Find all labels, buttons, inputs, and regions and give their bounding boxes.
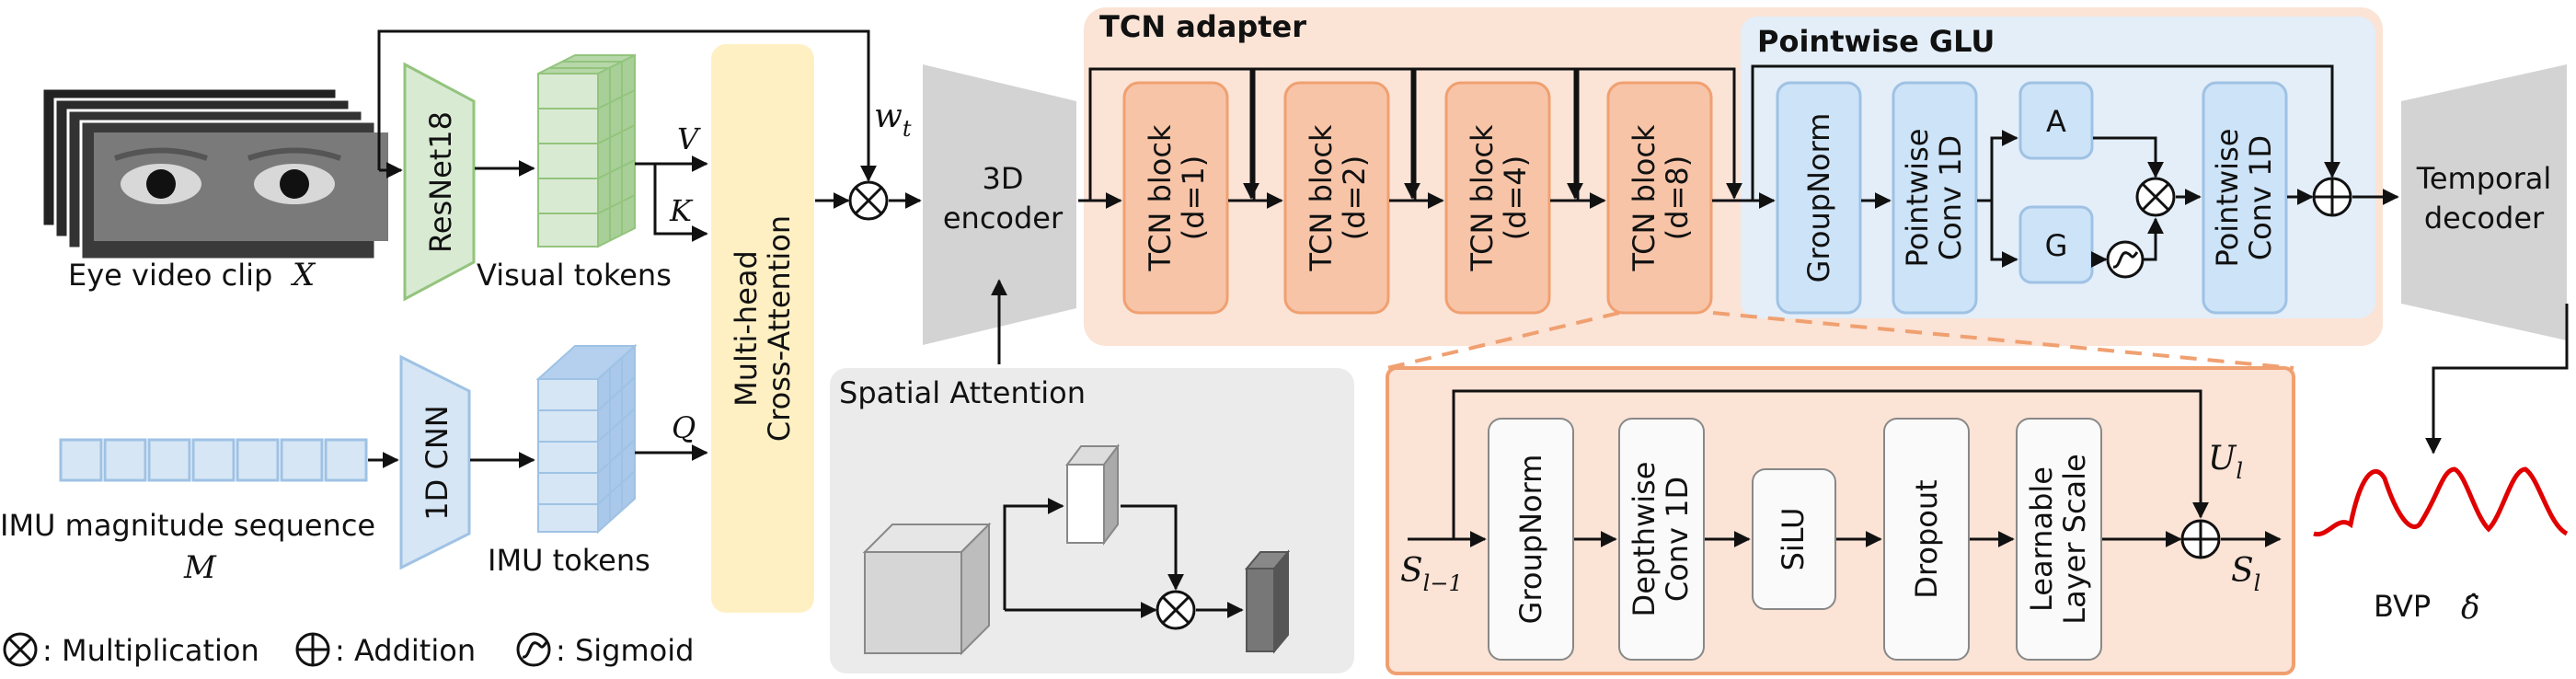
svg-text:(d=8): (d=8) xyxy=(1660,155,1695,240)
visual-tokens-label: Visual tokens xyxy=(477,258,672,293)
legend-addition: : Addition xyxy=(335,633,476,668)
spatial-attention-label: Spatial Attention xyxy=(839,375,1086,410)
pointwise-glu-title: Pointwise GLU xyxy=(1757,24,1995,59)
svg-text:(d=1): (d=1) xyxy=(1176,155,1211,240)
svg-text:Depthwise: Depthwise xyxy=(1627,462,1662,617)
bvp-signal-plot xyxy=(2313,466,2569,537)
detail-dropout-block: Dropout xyxy=(1883,418,1970,661)
glu-groupnorm-block: GroupNorm xyxy=(1776,81,1862,315)
k-symbol: K xyxy=(669,193,694,228)
cross-attention-label-line2: Cross-Attention xyxy=(762,215,797,442)
visual-tokens-icon xyxy=(537,53,636,248)
spatial-attention-arrows xyxy=(991,279,1244,618)
imu-sequence-label: IMU magnitude sequence xyxy=(0,508,375,543)
tcn-block-d4: TCN block (d=4) xyxy=(1444,81,1551,315)
svg-text:Layer Scale: Layer Scale xyxy=(2057,454,2092,624)
svg-text:GroupNorm: GroupNorm xyxy=(1801,113,1836,283)
svg-text:G: G xyxy=(2045,228,2068,263)
spatial-attention-output-cube xyxy=(1244,549,1291,654)
imu-tokens-icon xyxy=(535,343,638,535)
add-node-glu xyxy=(2312,177,2352,217)
tcn-block-d2: TCN block (d=2) xyxy=(1283,81,1390,315)
spatial-attention-input-cube xyxy=(862,522,992,656)
svg-text:TCN block: TCN block xyxy=(1304,124,1339,272)
delta-hat-symbol: δ̂ xyxy=(2461,590,2479,627)
3d-encoder-block xyxy=(923,64,1076,345)
multiply-node-glu xyxy=(2135,177,2176,217)
bvp-label: BVP xyxy=(2374,589,2431,624)
sigmoid-node xyxy=(2106,240,2145,279)
temporal-decoder-label-line1: Temporal xyxy=(2416,161,2552,196)
spatial-attention-map xyxy=(1065,443,1120,546)
resnet18-label: ResNet18 xyxy=(423,111,458,253)
svg-text:Pointwise: Pointwise xyxy=(1900,129,1935,268)
resnet18-block xyxy=(403,62,476,302)
detail-layer-scale-block: Learnable Layer Scale xyxy=(2016,418,2102,661)
svg-text:Learnable: Learnable xyxy=(2024,466,2059,612)
temporal-decoder-label-line2: decoder xyxy=(2424,201,2545,236)
svg-text:SiLU: SiLU xyxy=(1776,508,1811,571)
main-flow-arrows xyxy=(368,29,2569,547)
svg-text:GroupNorm: GroupNorm xyxy=(1513,455,1548,625)
eye-video-symbol: X xyxy=(290,257,316,293)
imu-tokens-label: IMU tokens xyxy=(488,543,650,578)
svg-text:Conv 1D: Conv 1D xyxy=(2243,135,2278,260)
svg-text:TCN block: TCN block xyxy=(1627,124,1662,272)
cross-attention-label-line1: Multi-head xyxy=(729,250,764,407)
svg-text:(d=2): (d=2) xyxy=(1337,155,1372,240)
legend-sigmoid: : Sigmoid xyxy=(556,633,694,668)
svg-text:TCN block: TCN block xyxy=(1143,124,1178,272)
tcn-block-d1: TCN block (d=1) xyxy=(1122,81,1229,315)
tcn-adapter-title: TCN adapter xyxy=(1099,9,1306,44)
1d-cnn-block xyxy=(399,354,471,570)
zoom-line-left xyxy=(1386,311,1620,370)
eye-video-label: Eye video clip xyxy=(68,258,272,293)
add-node-detail xyxy=(2180,519,2221,559)
glu-a-block: A xyxy=(2018,81,2094,160)
cross-attention-block xyxy=(711,44,814,613)
legend-multiplication: : Multiplication xyxy=(42,633,259,668)
u-l-symbol: Ul xyxy=(2208,440,2243,484)
svg-text:Conv 1D: Conv 1D xyxy=(1660,477,1695,602)
svg-text:Dropout: Dropout xyxy=(1909,479,1944,598)
legend-add-icon xyxy=(295,632,330,667)
multiply-node-spatial xyxy=(1156,590,1196,630)
wt-symbol: wt xyxy=(874,98,912,142)
3d-encoder-label-line2: encoder xyxy=(943,201,1064,236)
q-symbol: Q xyxy=(672,410,696,445)
temporal-decoder-block xyxy=(2401,64,2567,340)
svg-text:TCN block: TCN block xyxy=(1465,124,1500,272)
imu-sequence-boxes xyxy=(59,438,368,482)
s-prev-symbol: Sl−1 xyxy=(1400,552,1463,596)
glu-g-block: G xyxy=(2018,205,2094,284)
legend-sigmoid-icon xyxy=(516,632,551,667)
legend-multiply-icon xyxy=(3,632,38,667)
zoom-line-right xyxy=(1712,311,2294,370)
tcn-block-d8: TCN block (d=8) xyxy=(1606,81,1713,315)
1d-cnn-label: 1D CNN xyxy=(420,405,454,520)
detail-silu-block: SiLU xyxy=(1752,468,1836,610)
svg-text:(d=4): (d=4) xyxy=(1498,155,1533,240)
s-l-symbol: Sl xyxy=(2231,552,2260,596)
v-symbol: V xyxy=(677,121,701,156)
imu-sequence-symbol: M xyxy=(183,549,217,586)
svg-text:Conv 1D: Conv 1D xyxy=(1933,135,1968,260)
multiply-node-attention xyxy=(848,180,889,221)
glu-pointwise-conv-out-block: Pointwise Conv 1D xyxy=(2202,81,2288,315)
glu-pointwise-conv-in-block: Pointwise Conv 1D xyxy=(1892,81,1978,315)
eye-video-frames xyxy=(40,86,388,261)
svg-text:A: A xyxy=(2046,104,2066,139)
3d-encoder-label-line1: 3D xyxy=(983,161,1024,196)
detail-depthwise-conv-block: Depthwise Conv 1D xyxy=(1618,418,1705,661)
svg-text:Pointwise: Pointwise xyxy=(2210,129,2245,268)
detail-groupnorm-block: GroupNorm xyxy=(1488,418,1574,661)
